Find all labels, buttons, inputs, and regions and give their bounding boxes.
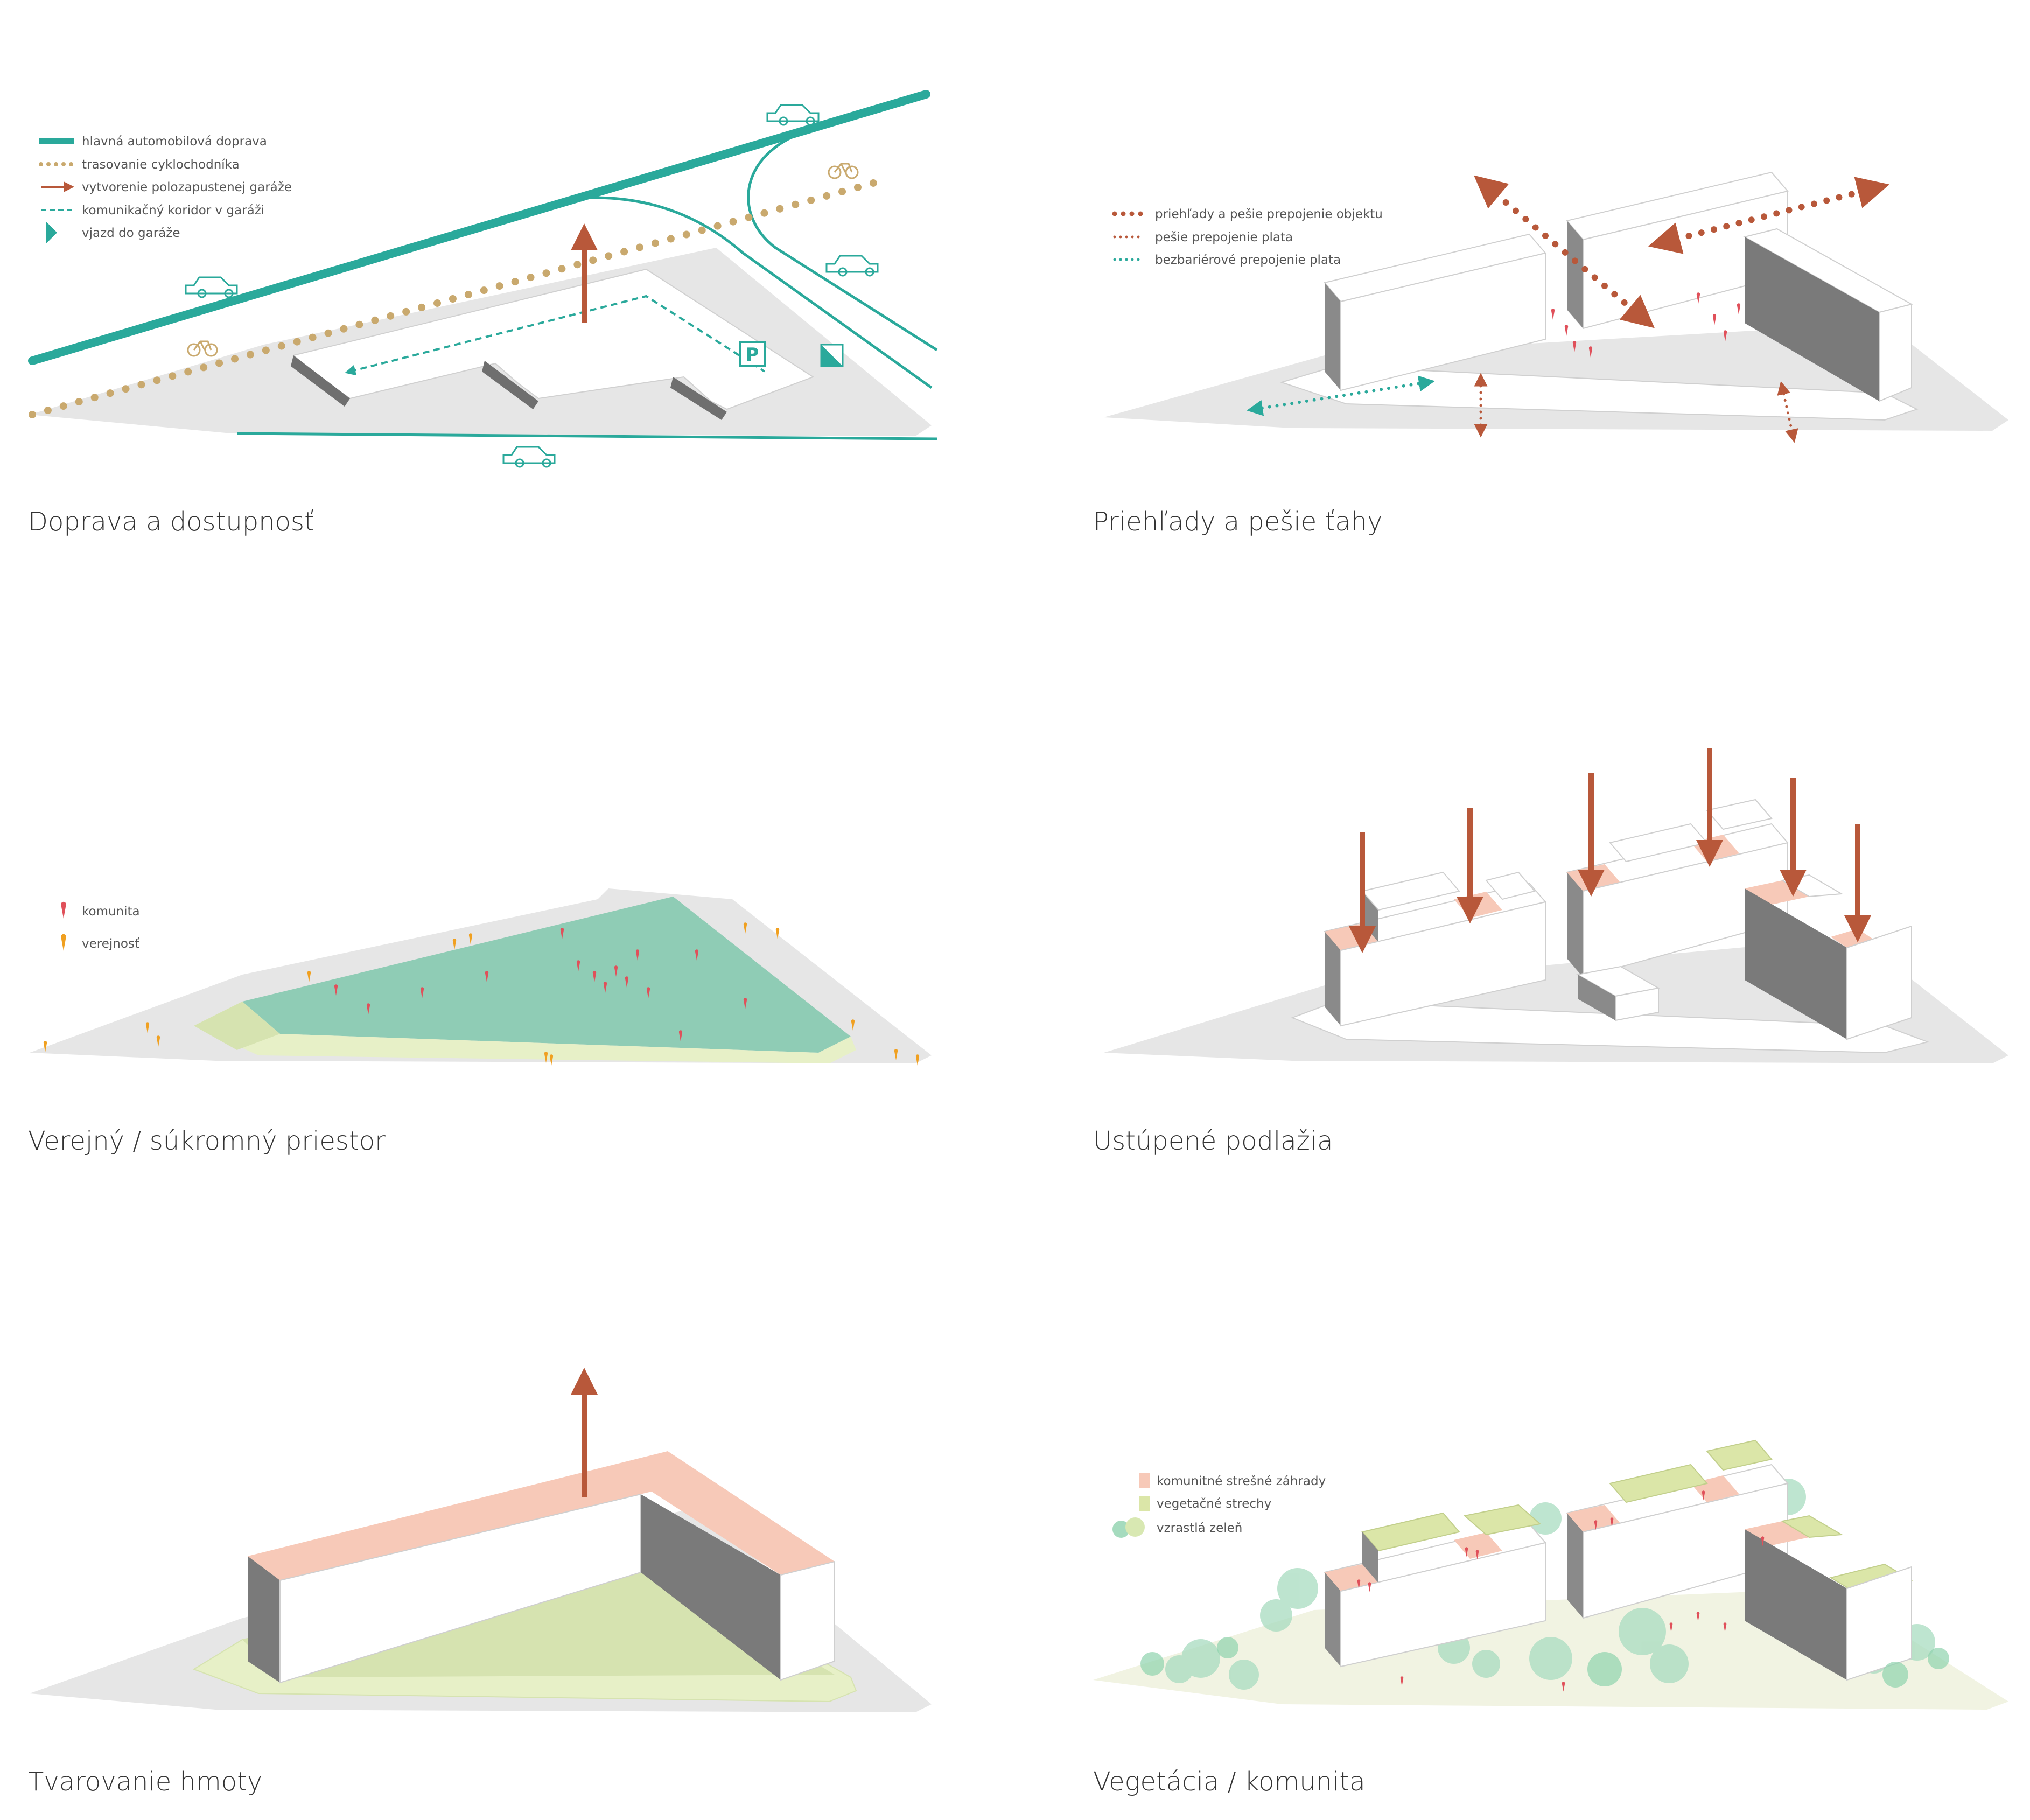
car-icon: [502, 446, 556, 468]
green-square-icon: [1139, 1496, 1150, 1511]
garage-shadow-2: [482, 361, 538, 409]
garage-shadow-3: [670, 377, 727, 420]
legend-label: verejnosť: [82, 937, 139, 951]
secondary-road-3: [236, 432, 937, 440]
barrier-free-link: [1247, 375, 1435, 416]
orange-pin-icon: [61, 934, 66, 951]
car-icon: [766, 104, 820, 126]
legend-vegetation: komunitné strešné záhrady vegetačné stre…: [1112, 1473, 1326, 1538]
legend-label: komunikačný koridor v garáži: [82, 204, 264, 218]
view-axis: [1474, 175, 1655, 328]
panel-vegetation: komunitné strešné záhrady vegetačné stre…: [1093, 1439, 2008, 1797]
vegetated-building: [1745, 1515, 1913, 1681]
red-pin-icon: [61, 901, 66, 919]
vegetated-building: [1324, 1504, 1546, 1668]
panel-transport: P hlavná automobilová doprava: [28, 90, 938, 537]
public-edge-strip: [194, 1002, 856, 1063]
panel-setback: Ustúpené podlažia: [1093, 748, 2008, 1156]
public-edge-left: [194, 1002, 280, 1050]
bicycle-icon: [187, 340, 218, 357]
legend-views: priehľady a pešie prepojenie objektu peš…: [1112, 207, 1383, 267]
panel-caption: Priehľady a pešie ťahy: [1093, 507, 1383, 537]
secondary-road-1: [576, 196, 933, 389]
car-icon: [825, 255, 879, 277]
parking-sign-label: P: [746, 344, 759, 366]
garage-corridor: [345, 295, 766, 376]
teal-triangle-icon: [46, 222, 57, 243]
small-block: [1576, 965, 1660, 1021]
panel-views: priehľady a pešie prepojenie objektu peš…: [1093, 171, 2008, 537]
legend-label: vjazd do garáže: [82, 226, 180, 240]
legend-transport: hlavná automobilová doprava trasovanie c…: [39, 135, 292, 243]
salmon-square-icon: [1139, 1473, 1150, 1488]
cycle-path: [29, 177, 887, 418]
panel-caption: Tvarovanie hmoty: [28, 1767, 262, 1797]
legend-label: pešie prepojenie plata: [1155, 230, 1293, 244]
garage-shadow-1: [291, 355, 350, 407]
tree-cluster-icon: [1112, 1517, 1145, 1538]
legend-label: komunitné strešné záhrady: [1157, 1474, 1326, 1488]
secondary-road-2: [747, 128, 938, 352]
trees: [1140, 1637, 1949, 1688]
vegetated-building: [1566, 1439, 1789, 1619]
legend-label: bezbariérové prepojenie plata: [1155, 253, 1341, 267]
legend-label: komunita: [82, 905, 140, 919]
massing-block: [248, 1451, 835, 1684]
legend-label: hlavná automobilová doprava: [82, 135, 267, 149]
panel-caption: Vegetácia / komunita: [1093, 1767, 1366, 1797]
private-courtyard: [242, 897, 851, 1053]
parking-sign-icon: P: [739, 341, 766, 367]
car-icon: [185, 276, 238, 298]
legend-label: vytvorenie polozapustenej garáže: [82, 180, 292, 194]
pedestrian-link: [1777, 381, 1798, 443]
legend-label: vegetačné strechy: [1157, 1497, 1271, 1511]
view-axis: [1648, 177, 1890, 254]
panel-caption: Verejný / súkromný priestor: [28, 1126, 386, 1156]
legend-public-private: komunita verejnosť: [61, 901, 140, 951]
panel-public-private: komunita verejnosť Verejný / súkromný pr…: [28, 888, 932, 1156]
panel-caption: Doprava a dostupnosť: [28, 507, 314, 537]
legend-label: vzrastlá zeleň: [1157, 1521, 1242, 1535]
stepped-building: [1566, 799, 1789, 978]
legend-label: priehľady a pešie prepojenie objektu: [1155, 207, 1383, 221]
legend-label: trasovanie cyklochodníka: [82, 158, 240, 172]
trees: [1165, 1479, 1935, 1690]
panel-caption: Ustúpené podlažia: [1093, 1126, 1333, 1156]
main-road: [28, 90, 930, 365]
garage-entrance-icon: [820, 344, 844, 367]
panel-massing: Tvarovanie hmoty: [28, 1368, 932, 1797]
bicycle-icon: [828, 163, 859, 179]
